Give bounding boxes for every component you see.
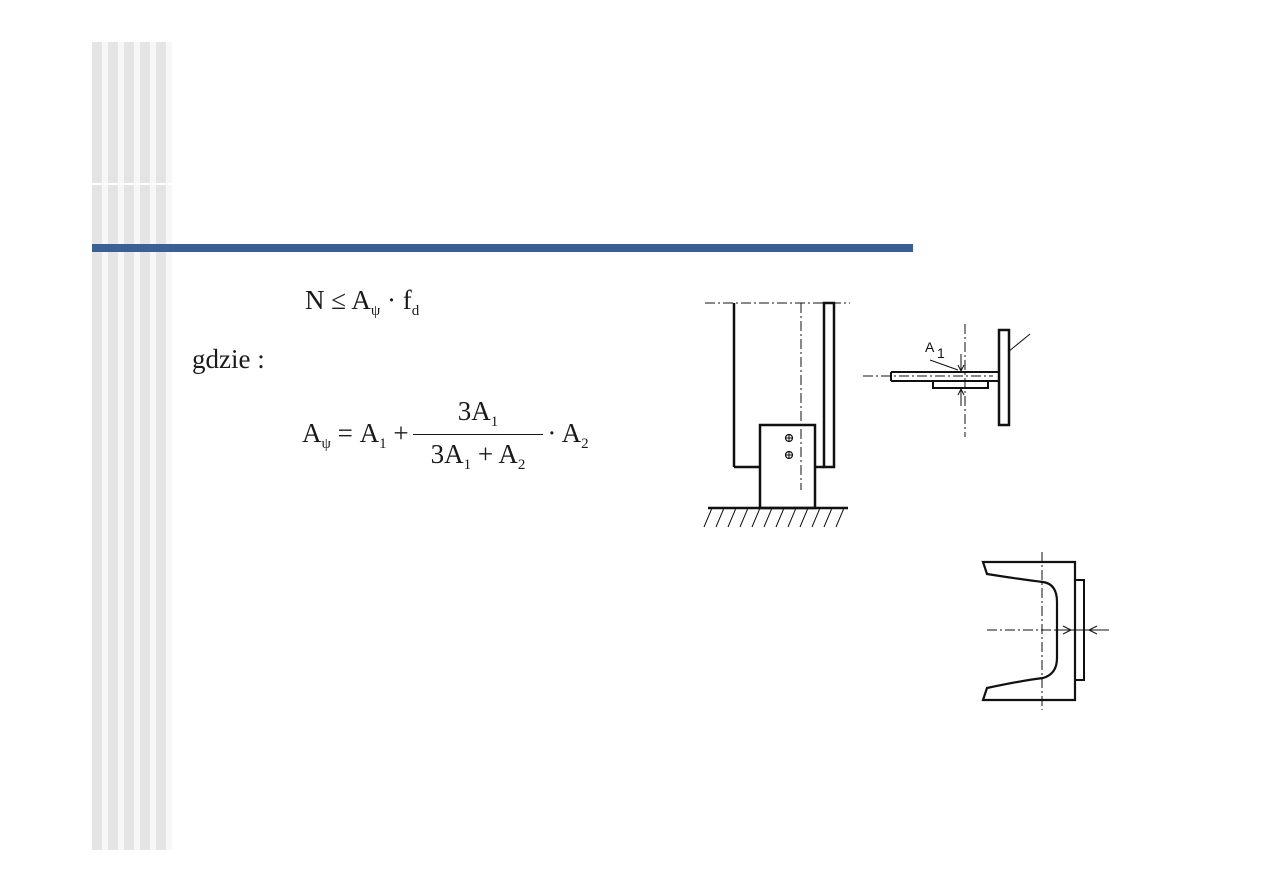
- formula-text: N ≤ A: [305, 285, 371, 315]
- stripe-divider: [92, 183, 172, 185]
- label-a1-sub: 1: [937, 345, 945, 361]
- formula-lhs: Aψ = A1 +: [302, 417, 409, 452]
- subscript: d: [411, 303, 420, 319]
- formula-capacity: N ≤ Aψ · fd: [305, 287, 419, 319]
- fraction: 3A1 3A1 + A2: [412, 396, 544, 473]
- formula-tail: · A2: [547, 417, 589, 452]
- subscript: ψ: [370, 303, 381, 319]
- fraction-numerator: 3A1: [457, 396, 499, 430]
- channel-section-drawing: [981, 552, 1109, 710]
- title-underline-bar: [92, 244, 913, 252]
- plate-section-drawing: A 1: [863, 324, 1031, 437]
- where-label: gdzie :: [192, 344, 265, 374]
- column-base-drawing: [703, 301, 850, 528]
- label-a1: A: [925, 339, 935, 355]
- fraction-denominator: 3A1 + A2: [412, 434, 544, 473]
- formula-effective-area: Aψ = A1 + 3A1 3A1 + A2 · A2: [302, 398, 589, 473]
- formula-text: · f: [380, 285, 412, 315]
- decorative-side-stripes: [92, 42, 172, 850]
